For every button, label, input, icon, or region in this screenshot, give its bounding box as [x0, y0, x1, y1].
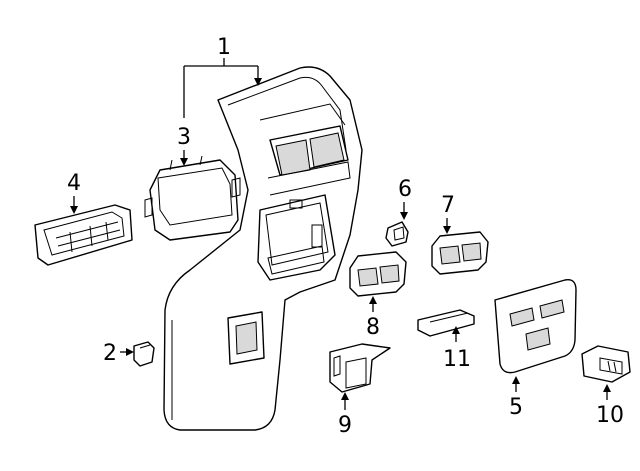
- callout-10: 10: [596, 403, 624, 428]
- center-vent-housing-part: [144, 155, 241, 241]
- clip-part: [133, 341, 155, 367]
- callout-8: 8: [366, 315, 380, 340]
- callout-4: 4: [67, 171, 81, 196]
- callout-11: 11: [443, 347, 471, 372]
- socket-bracket-part: [329, 343, 391, 393]
- switch-upper-part: [431, 231, 489, 275]
- callout-5: 5: [509, 395, 523, 420]
- connector-bar-part: [417, 309, 475, 337]
- callout-7: 7: [441, 193, 455, 218]
- side-air-vent-part: [34, 204, 133, 266]
- console-panel-part: [163, 66, 363, 431]
- switch-lower-part: [349, 251, 407, 297]
- callout-6: 6: [398, 177, 412, 202]
- usb-module-part: [581, 345, 631, 383]
- small-bracket-part: [385, 221, 409, 247]
- leader-lines: [70, 58, 611, 410]
- callout-1: 1: [217, 35, 231, 60]
- callout-3: 3: [177, 125, 191, 150]
- callout-9: 9: [338, 413, 352, 438]
- control-bezel-part: [494, 279, 577, 374]
- callout-2: 2: [103, 341, 117, 366]
